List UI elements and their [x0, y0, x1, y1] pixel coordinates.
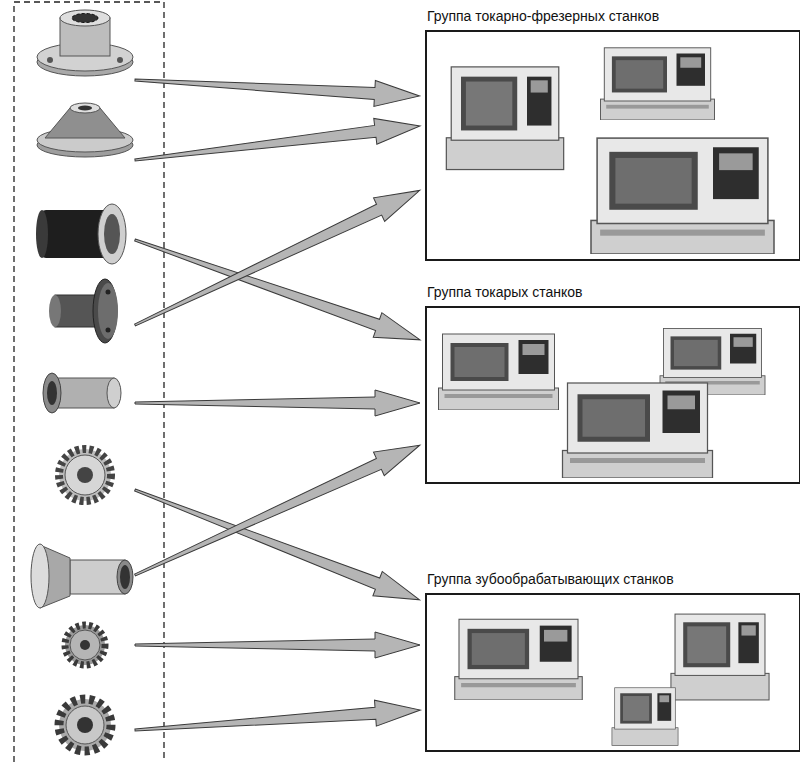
arrow: [131, 228, 425, 352]
dashed-frame: [14, 2, 164, 762]
group-frame: [425, 306, 800, 484]
machine-image: [612, 688, 678, 746]
arrow: [130, 478, 424, 612]
machine-image: [446, 67, 563, 170]
machine-image: [439, 334, 559, 410]
arrow: [130, 433, 426, 586]
machine-group: Группа зубообрабатывающих станков: [425, 571, 800, 752]
machine-image: [455, 619, 583, 700]
part-hub: [49, 279, 118, 343]
machine-group: Группа токарно-фрезерных станков: [425, 8, 800, 261]
part-flange: [37, 10, 133, 76]
part-spur-gear: [65, 625, 105, 665]
arrow: [133, 113, 421, 173]
part-bushing: [43, 373, 121, 413]
group-frame: [425, 593, 800, 752]
machine-group: Группа токарых станков: [425, 284, 800, 484]
machine-image: [671, 614, 769, 700]
group-heading: Группа токарно-фрезерных станков: [425, 8, 800, 24]
group-heading: Группа зубообрабатывающих станков: [425, 571, 800, 587]
arrow: [135, 390, 420, 416]
arrow: [129, 67, 425, 743]
arrow: [134, 697, 421, 743]
arrow: [129, 179, 425, 337]
arrow: [134, 67, 420, 109]
machine-image: [563, 383, 713, 478]
part-gear: [59, 699, 111, 751]
arrow: [135, 632, 420, 658]
group-frame: [425, 30, 800, 261]
machine-image: [601, 48, 715, 120]
part-flanged-pipe: [31, 544, 133, 608]
part-sleeve: [36, 204, 126, 264]
part-bevel-gear: [59, 449, 111, 501]
part-cone-flange: [37, 103, 133, 157]
group-heading: Группа токарых станков: [425, 284, 800, 300]
machine-image: [591, 138, 774, 254]
